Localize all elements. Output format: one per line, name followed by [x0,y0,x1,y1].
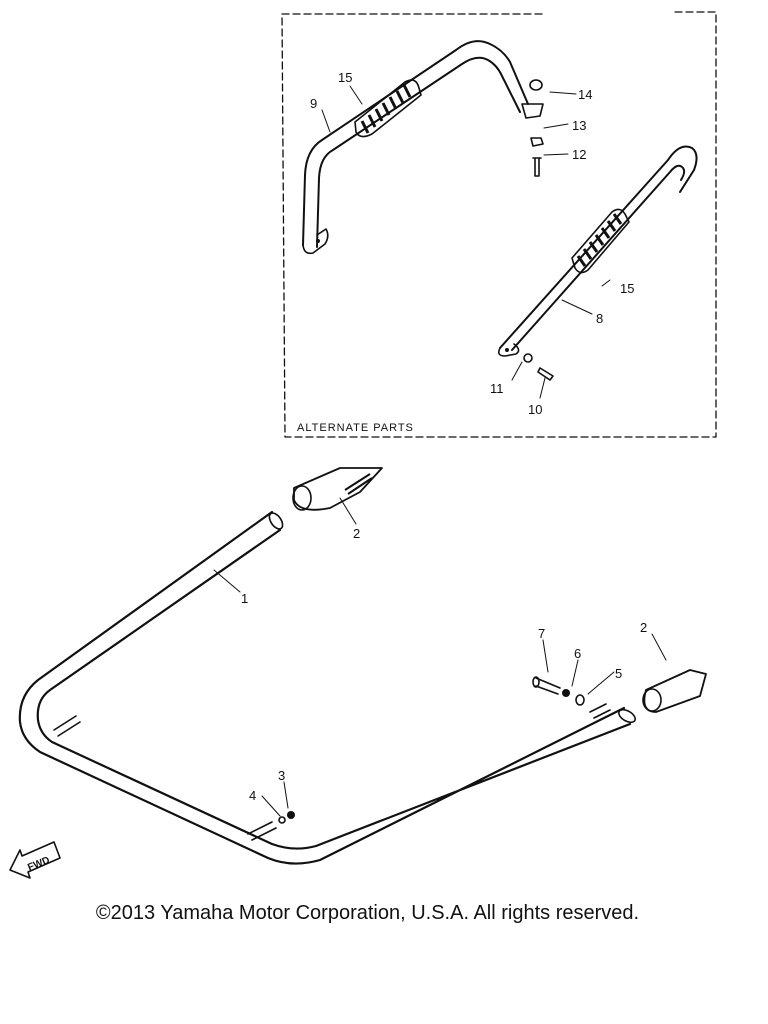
fwd-arrow-icon: FWD [9,841,61,879]
callout-12: 12 [572,147,586,162]
callout-1: 1 [241,591,248,606]
callout-6: 6 [574,646,581,661]
part-15-grip-a [354,79,422,138]
callout-3: 3 [278,768,285,783]
part-1-bumper [18,510,636,865]
callout-13: 13 [572,118,586,133]
callout-11: 11 [490,381,504,396]
callout-10: 10 [528,402,542,417]
callout-4: 4 [249,788,256,803]
callout-8: 8 [596,311,603,326]
part-2-end-cap-right [642,669,707,713]
callout-5: 5 [615,666,622,681]
callout-14: 14 [578,87,592,102]
part-15-grip-b [571,208,630,274]
callout-7: 7 [538,626,545,641]
callout-15-b: 15 [620,281,634,296]
alternate-parts-label: ALTERNATE PARTS [297,422,414,434]
part-9-handle-bar [302,40,544,255]
hardware-3-7 [278,676,585,824]
alternate-parts-frame: ALTERNATE PARTS [281,11,717,438]
copyright-notice: ©2013 Yamaha Motor Corporation, U.S.A. A… [95,902,640,924]
callout-2-left: 2 [353,526,360,541]
leader-lines [213,85,667,817]
callout-2-right: 2 [640,620,647,635]
part-2-end-cap-left [292,467,383,511]
hardware-12-14 [529,79,544,177]
hardware-10-11 [523,353,554,381]
callout-labels: 9 15 14 13 12 15 8 11 10 2 1 2 7 6 5 3 4 [241,70,647,803]
fwd-label: FWD [26,855,51,874]
callout-15-a: 15 [338,70,352,85]
part-8-handle-bar [498,145,698,357]
callout-9: 9 [310,96,317,111]
